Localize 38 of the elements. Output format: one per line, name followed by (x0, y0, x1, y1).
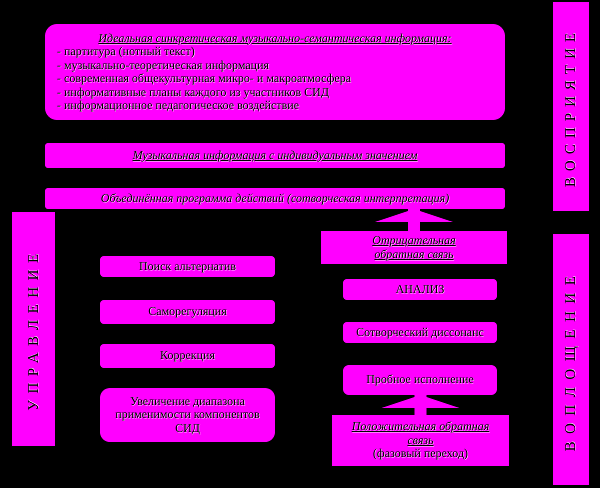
process-box (45, 188, 505, 209)
process-box (100, 300, 275, 324)
box-title: Идеальная синкретическая музыкально-семантическая информация: (98, 32, 452, 45)
process-box (45, 143, 505, 168)
box-text: (фазовый переход) (372, 447, 468, 461)
list-item: - информационное педагогическое воздействие (56, 99, 300, 112)
process-box (343, 365, 497, 395)
band-label: УПРАВЛЕНИЕ (26, 247, 42, 411)
box-text: Объединённая программа действий (сотворческая интерпретация) (100, 192, 450, 206)
list-item: - музыкально-теоретическая информация (56, 58, 270, 72)
box-text: Пробное исполнение (366, 373, 474, 387)
band-label: ВОПЛОЩЕНИЕ (563, 268, 579, 451)
list-item: - партитура (нотный текст) (56, 45, 195, 58)
box-title: Отрицательная обратная связь (371, 234, 457, 261)
vertical-band (553, 234, 589, 485)
process-box (332, 415, 509, 466)
box-text: Саморегуляция (148, 305, 227, 319)
process-box (343, 322, 497, 343)
arrow (382, 395, 460, 415)
process-box (100, 256, 275, 277)
vertical-band (12, 212, 55, 446)
info-box (45, 24, 505, 120)
box-text: Коррекция (160, 349, 215, 363)
list-item: - современная общекультурная микро- и макроатмосфера (56, 72, 352, 86)
process-box (100, 388, 275, 442)
box-text: АНАЛИЗ (396, 282, 444, 296)
process-box (343, 279, 497, 300)
process-box (321, 231, 507, 264)
box-text: Сотворческий диссонанс (356, 326, 484, 340)
box-title: Положительная обратная связь (350, 420, 490, 448)
process-box (100, 344, 275, 368)
vertical-band (553, 2, 589, 211)
box-title: Музыкальная информация с индивидуальным значением (132, 148, 418, 162)
band-label: ВОСПРИЯТИЕ (563, 26, 579, 187)
box-text: Поиск альтернатив (138, 260, 236, 274)
arrow (375, 209, 453, 231)
box-text: Увеличение диапазона применимости компонентов СИД (114, 394, 261, 436)
list-item: - информативные планы каждого из участников СИД (56, 86, 330, 99)
